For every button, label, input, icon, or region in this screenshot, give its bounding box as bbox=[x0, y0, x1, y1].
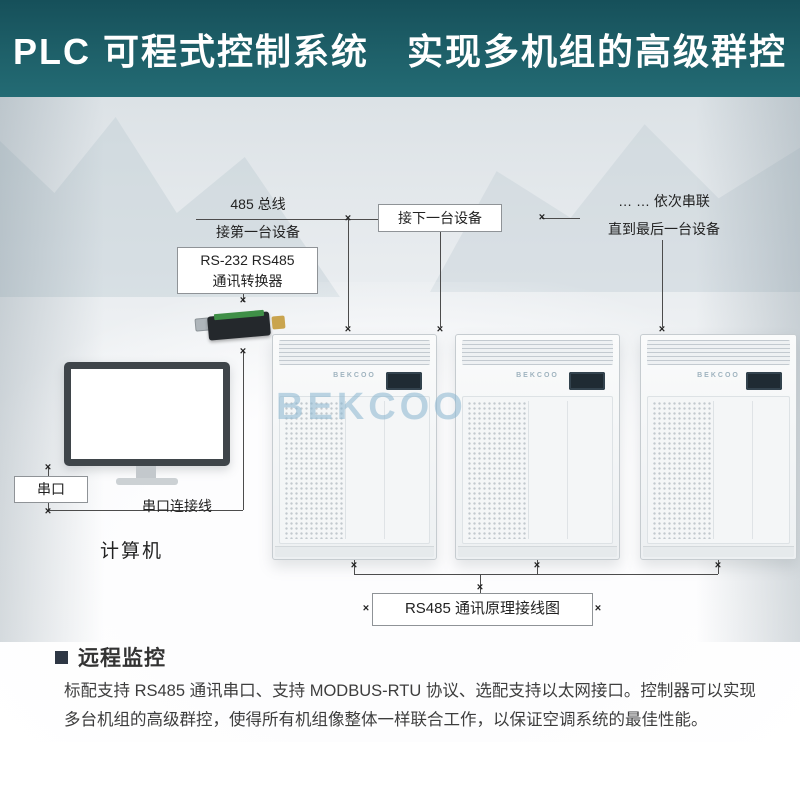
junction-x-mark: × bbox=[362, 602, 370, 615]
unit-cabinet bbox=[647, 396, 790, 544]
unit-door-seam bbox=[384, 401, 385, 539]
junction-x-mark: × bbox=[344, 323, 352, 336]
junction-x-mark: × bbox=[594, 602, 602, 615]
serial-port-label-box: 串口 bbox=[14, 476, 88, 503]
serial-port-label: 串口 bbox=[37, 481, 65, 497]
monitor-stand bbox=[136, 466, 156, 479]
connector-line bbox=[348, 219, 349, 327]
bus-label-line2: 接第一台设备 bbox=[216, 224, 300, 240]
connector-line bbox=[243, 350, 244, 510]
junction-x-mark: × bbox=[533, 559, 541, 572]
chain-label-line1: … … 依次串联 bbox=[618, 193, 710, 209]
connector-line bbox=[718, 560, 719, 574]
junction-x-mark: × bbox=[538, 211, 546, 224]
header-banner: PLC 可程式控制系统 实现多机组的高级群控 bbox=[0, 0, 800, 97]
junction-x-mark: × bbox=[239, 294, 247, 307]
page-title: PLC 可程式控制系统 实现多机组的高级群控 bbox=[12, 30, 787, 72]
rs485-terminal bbox=[271, 315, 286, 330]
bus-label-line1: 485 总线 bbox=[230, 196, 286, 212]
unit-base bbox=[275, 546, 434, 557]
junction-x-mark: × bbox=[350, 559, 358, 572]
connector-line bbox=[542, 218, 580, 219]
next-device-label-box: 接下一台设备 bbox=[378, 204, 502, 232]
junction-x-mark: × bbox=[44, 461, 52, 474]
unit-vent bbox=[279, 340, 430, 365]
unit-vent bbox=[647, 340, 790, 365]
unit-logo: BEKCOO bbox=[516, 372, 559, 379]
next-device-label: 接下一台设备 bbox=[398, 209, 482, 226]
brand-watermark: BEKCOO bbox=[276, 386, 467, 428]
unit-door-seam bbox=[567, 401, 568, 539]
unit-base bbox=[643, 546, 794, 557]
unit-logo: BEKCOO bbox=[697, 372, 740, 379]
ac-unit-2: BEKCOO bbox=[455, 334, 620, 560]
converter-device bbox=[192, 300, 288, 352]
unit-door-seam bbox=[752, 401, 753, 539]
unit-display-screen bbox=[746, 372, 782, 390]
monitor-screen bbox=[64, 362, 230, 466]
junction-x-mark: × bbox=[658, 323, 666, 336]
unit-display-screen bbox=[569, 372, 605, 390]
wiring-diagram-label: RS485 通讯原理接线图 bbox=[404, 600, 561, 618]
serial-cable-label: 串口连接线 bbox=[142, 498, 212, 514]
unit-cabinet bbox=[279, 396, 430, 544]
ac-unit-1: BEKCOO bbox=[272, 334, 437, 560]
monitor-base bbox=[116, 478, 178, 485]
connector-line bbox=[354, 574, 718, 575]
connector-line bbox=[440, 231, 441, 327]
footer-heading-text: 远程监控 bbox=[78, 647, 166, 670]
junction-x-mark: × bbox=[714, 559, 722, 572]
connector-line bbox=[243, 294, 244, 302]
unit-vent bbox=[462, 340, 613, 365]
connector-line bbox=[48, 510, 243, 511]
unit-display-screen bbox=[386, 372, 422, 390]
footer-heading: 远程监控 bbox=[55, 642, 166, 672]
unit-perforated-panel bbox=[652, 401, 714, 539]
junction-x-mark: × bbox=[476, 581, 484, 594]
converter-label-line2: 通讯转换器 bbox=[212, 272, 283, 289]
wiring-diagram-label-box: RS485 通讯原理接线图 bbox=[372, 593, 593, 626]
unit-perforated-panel bbox=[467, 401, 529, 539]
unit-logo: BEKCOO bbox=[333, 372, 376, 379]
connector-line bbox=[480, 574, 481, 593]
connector-line bbox=[354, 560, 355, 574]
junction-x-mark: × bbox=[436, 323, 444, 336]
unit-cabinet bbox=[462, 396, 613, 544]
converter-label-box: RS-232 RS485 通讯转换器 bbox=[177, 247, 318, 294]
junction-x-mark: × bbox=[44, 505, 52, 518]
connector-line bbox=[537, 560, 538, 574]
connector-line bbox=[662, 240, 663, 327]
converter-label-line1: RS-232 RS485 bbox=[200, 251, 295, 268]
ac-unit-3: BEKCOO bbox=[640, 334, 797, 560]
chain-label-line2: 直到最后一台设备 bbox=[608, 221, 720, 237]
unit-base bbox=[458, 546, 617, 557]
connector-line bbox=[196, 219, 378, 220]
unit-perforated-panel bbox=[284, 401, 346, 539]
junction-x-mark: × bbox=[239, 345, 247, 358]
heading-bullet bbox=[55, 650, 68, 664]
computer-label: 计算机 bbox=[100, 541, 164, 562]
junction-x-mark: × bbox=[344, 212, 352, 225]
footer-paragraph: 标配支持 RS485 通讯串口、支持 MODBUS-RTU 协议、选配支持以太网… bbox=[64, 682, 756, 729]
